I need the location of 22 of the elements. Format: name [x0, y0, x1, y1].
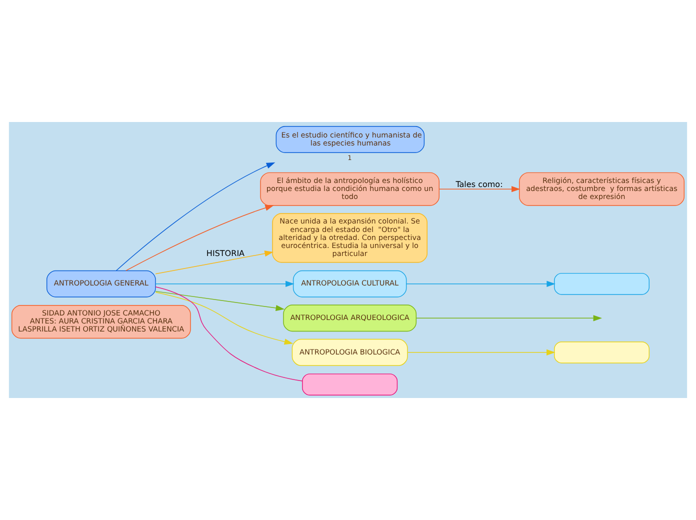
- node-box: [302, 374, 398, 396]
- arrow: [155, 290, 285, 312]
- node-box: Religión, características físicas y adestraos, costumbre y formas artísticas de expresión: [519, 172, 685, 206]
- arrow: [407, 349, 556, 356]
- arrow: [438, 186, 520, 192]
- arrow: [155, 250, 274, 274]
- node-box: SIDAD ANTONIO JOSE CAMACHO ANTES: AURA CRISTINA GARCIA CHARA LASPRILLA ISETH ORTIZ QUIÑONES VALENCIA: [11, 305, 191, 339]
- node-box: ANTROPOLOGIA ARQUEOLOGICA: [283, 304, 417, 332]
- arrow: [406, 280, 556, 287]
- connector: [155, 286, 303, 382]
- arrow: [155, 292, 294, 345]
- node-box: ANTROPOLOGIA GENERAL: [46, 270, 156, 298]
- arrow: [416, 315, 602, 322]
- node-box: El ámbito de la antropología es holístico porque estudia la condición humana como un todo: [260, 172, 440, 206]
- node-box: Nace unida a la expansión colonial. Se encarga del estado del "Otro" la alteridad y la otredad. Con perspectiva eurocéntrica. Estudia la universal y lo particular: [272, 213, 428, 263]
- node-box: ANTROPOLOGIA CULTURAL: [292, 270, 407, 298]
- arrow: [116, 162, 276, 271]
- node-box: [554, 272, 650, 295]
- node-box: [554, 341, 650, 364]
- node-box: ANTROPOLOGIA BIOLOGICA: [292, 338, 408, 366]
- arrow: [126, 204, 274, 271]
- arrow: [155, 280, 294, 287]
